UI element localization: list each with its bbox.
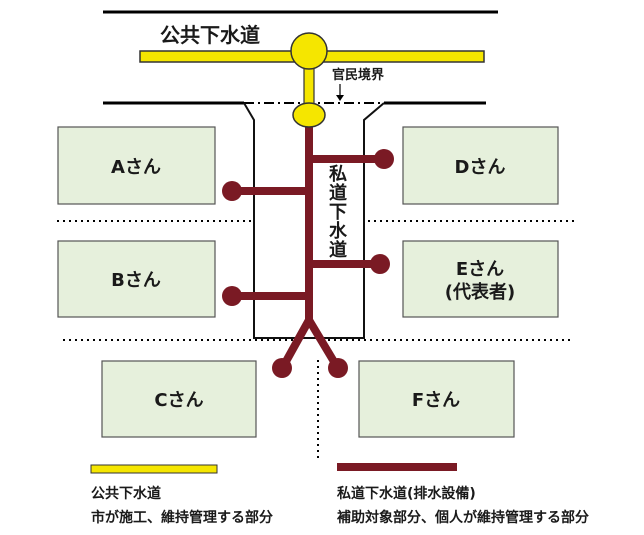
lot-a bbox=[57, 126, 216, 205]
lot-b-label: Bさん bbox=[111, 270, 161, 291]
legend-public-title: 公共下水道 bbox=[91, 485, 161, 502]
private-sewer-vertical-label: 私 道 下 水 道 bbox=[329, 164, 348, 261]
lot-d-label: Dさん bbox=[455, 157, 506, 178]
boundary-label: 官民境界 bbox=[332, 67, 384, 83]
lot-d bbox=[402, 126, 559, 205]
chamber-c bbox=[272, 358, 292, 378]
chamber-d bbox=[374, 149, 394, 169]
chamber-f bbox=[328, 358, 348, 378]
legend-public-swatch bbox=[90, 464, 218, 474]
private-sewer-network bbox=[230, 106, 386, 369]
lot-a-label: Aさん bbox=[111, 157, 161, 178]
private-sewer-char-4: 水 bbox=[329, 220, 348, 242]
legend-private-title: 私道下水道(排水設備) bbox=[337, 485, 476, 502]
legend-private-desc: 補助対象部分、個人が維持管理する部分 bbox=[336, 509, 589, 526]
legend-private-swatch bbox=[337, 463, 457, 471]
public-sewer-title: 公共下水道 bbox=[160, 23, 260, 47]
lot-e bbox=[402, 240, 559, 318]
private-road-outline bbox=[243, 102, 385, 339]
legend-public-desc: 市が施工、維持管理する部分 bbox=[91, 509, 273, 526]
lot-f bbox=[358, 360, 515, 438]
lot-f-label: Fさん bbox=[412, 390, 460, 411]
lot-c-label: Cさん bbox=[154, 390, 203, 411]
lot-c bbox=[101, 360, 257, 438]
chamber-e bbox=[370, 254, 390, 274]
private-sewer-char-3: 下 bbox=[329, 202, 347, 223]
lot-b bbox=[57, 240, 216, 318]
public-manhole bbox=[290, 32, 328, 70]
private-sewer-char-1: 私 bbox=[329, 164, 347, 185]
lot-e-label-line2: (代表者) bbox=[445, 281, 515, 303]
branch-to-c bbox=[280, 316, 313, 369]
private-sewer-char-2: 道 bbox=[329, 182, 347, 204]
boundary-junction bbox=[292, 102, 326, 128]
chamber-a bbox=[222, 181, 242, 201]
lot-e-label-line1: Eさん bbox=[456, 259, 504, 280]
boundary-arrow-head bbox=[336, 95, 344, 101]
chamber-b bbox=[222, 286, 242, 306]
private-sewer-char-5: 道 bbox=[329, 239, 347, 261]
branch-to-f bbox=[305, 316, 340, 369]
